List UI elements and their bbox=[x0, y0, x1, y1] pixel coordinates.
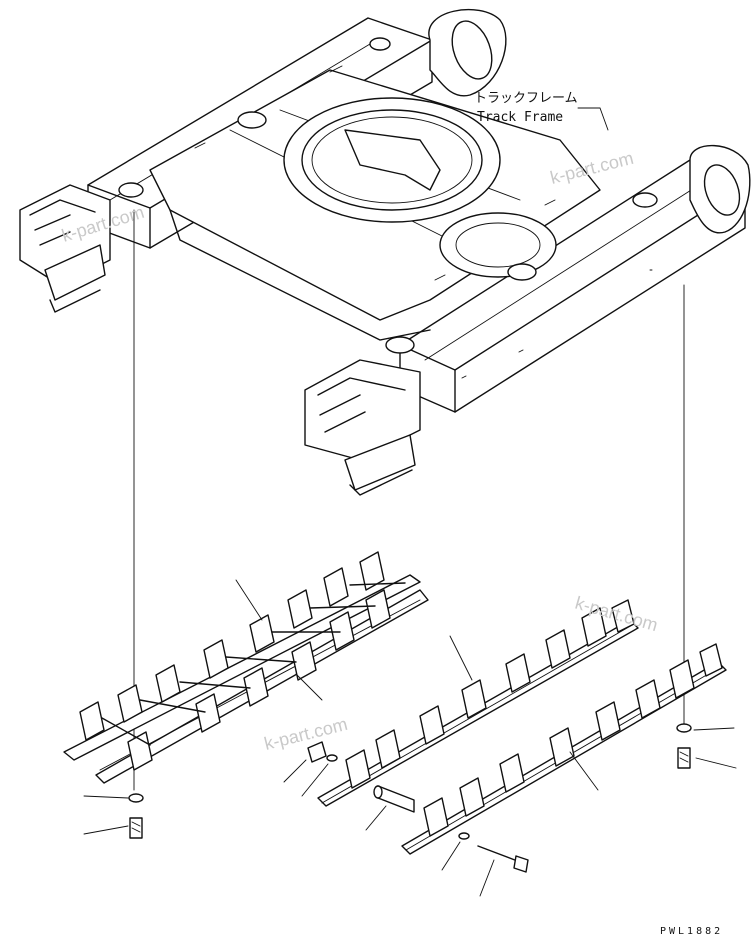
left-guard-leader-1 bbox=[235, 579, 263, 621]
long-bolt-washer-leader bbox=[441, 841, 461, 871]
long-bolt-leader bbox=[479, 859, 495, 897]
watermark-4: k-part.com bbox=[262, 714, 349, 754]
drawing-code: PWL1882 bbox=[660, 926, 723, 937]
right-bolt-leader bbox=[695, 757, 737, 769]
track-frame-label-en: Track Frame bbox=[477, 110, 563, 125]
spacer-nut-leader bbox=[283, 759, 307, 783]
center-track-guard bbox=[317, 599, 639, 807]
lower-right-track-guard bbox=[401, 643, 727, 855]
left-guard-leader-2 bbox=[295, 673, 323, 701]
long-bolt-washer bbox=[458, 832, 470, 840]
right-washer-leader bbox=[693, 727, 735, 731]
left-bolt-leader bbox=[83, 825, 129, 835]
center-guard-leader bbox=[449, 635, 473, 681]
lower-right-guard-leader bbox=[569, 751, 599, 791]
spacer-pipe bbox=[377, 785, 415, 813]
left-washer bbox=[128, 793, 144, 803]
small-washer bbox=[326, 754, 338, 762]
small-washer-leader bbox=[301, 763, 329, 797]
right-washer bbox=[676, 723, 692, 733]
spacer-nut bbox=[307, 741, 327, 763]
left-washer-leader bbox=[83, 795, 129, 799]
frame-label-leader bbox=[577, 107, 609, 131]
spacer-pipe-leader bbox=[365, 805, 387, 831]
long-bolt bbox=[477, 845, 521, 863]
track-frame bbox=[19, 8, 751, 496]
track-frame-label-jp: トラックフレーム bbox=[474, 91, 578, 106]
left-track-guard-assembly bbox=[63, 551, 429, 784]
